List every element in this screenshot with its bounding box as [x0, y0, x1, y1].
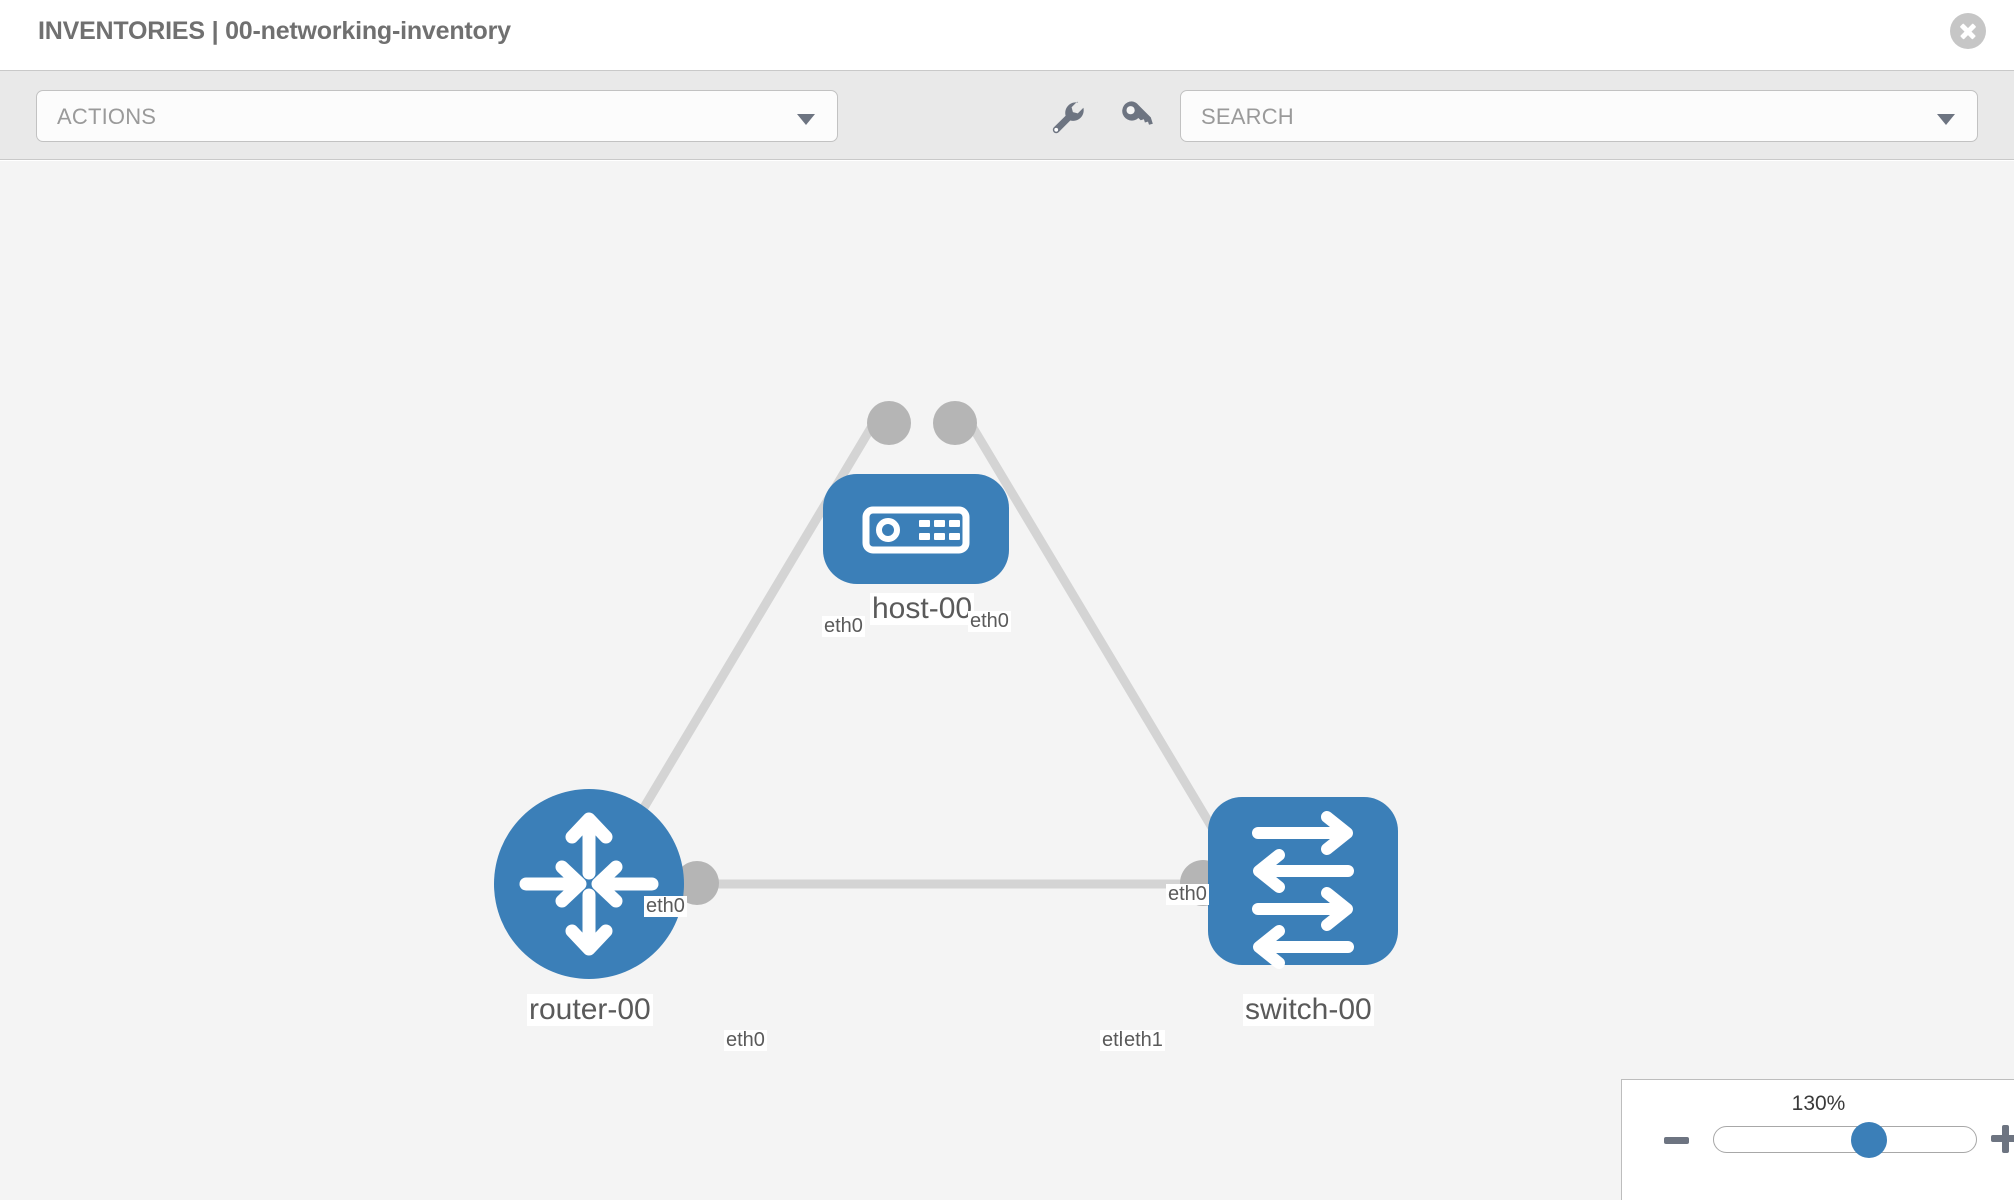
key-icon[interactable]	[1113, 93, 1159, 139]
port-host-left[interactable]	[867, 401, 911, 445]
actions-dropdown[interactable]: ACTIONS	[36, 90, 838, 142]
port-host-right[interactable]	[933, 401, 977, 445]
node-switch-00[interactable]	[1208, 797, 1398, 969]
node-label-router: router-00	[527, 993, 653, 1026]
chevron-down-icon	[797, 114, 815, 125]
router-arrows-icon	[519, 812, 659, 956]
node-label-switch: switch-00	[1243, 993, 1374, 1026]
zoom-out-button[interactable]	[1664, 1137, 1689, 1144]
edge-label-host-left: eth0	[822, 615, 865, 637]
port-router-right[interactable]	[675, 861, 719, 905]
node-host-00[interactable]	[823, 474, 1009, 584]
edge-label-router-right: eth0	[724, 1029, 767, 1051]
server-icon-led	[876, 518, 900, 542]
edge-label-host-right: eth0	[968, 610, 1011, 632]
host-node-shape[interactable]	[823, 474, 1009, 584]
node-label-host: host-00	[870, 592, 975, 625]
edge-label-switch-left-b: eth1	[1122, 1029, 1165, 1051]
chevron-down-icon	[1937, 114, 1955, 125]
topology-graph	[494, 401, 1398, 979]
router-node-shape[interactable]	[494, 789, 684, 979]
actions-dropdown-label: ACTIONS	[57, 104, 157, 129]
zoom-in-button[interactable]	[1991, 1125, 2014, 1153]
wrench-icon[interactable]	[1043, 93, 1089, 139]
search-input[interactable]: SEARCH	[1180, 90, 1978, 142]
edge-label-switch-up: eth0	[1166, 883, 1209, 905]
zoom-slider-handle[interactable]	[1850, 1122, 1887, 1158]
toolbar: ACTIONS SEARCH	[0, 70, 2014, 160]
switch-node-shape[interactable]	[1208, 797, 1398, 965]
zoom-level-value: 130%	[1791, 1092, 1846, 1115]
node-router-00[interactable]	[494, 789, 684, 979]
edge-label-router-up: eth0	[644, 895, 687, 917]
close-icon[interactable]	[1950, 13, 1986, 49]
search-placeholder: SEARCH	[1201, 104, 1294, 129]
server-icon-vents	[919, 520, 960, 540]
zoom-control-panel: 130%	[1621, 1079, 2014, 1200]
topology-canvas[interactable]: host-00 eth0 eth0 eth0 eth0 eth0 eth0 et…	[0, 161, 2014, 1200]
server-icon	[862, 506, 970, 554]
page-title: INVENTORIES | 00-networking-inventory	[38, 17, 511, 45]
switch-arrows-icon	[1252, 811, 1354, 969]
link-host-switch[interactable]	[956, 403, 1236, 864]
page-header: INVENTORIES | 00-networking-inventory	[0, 0, 2014, 70]
zoom-slider[interactable]	[1713, 1122, 1977, 1158]
